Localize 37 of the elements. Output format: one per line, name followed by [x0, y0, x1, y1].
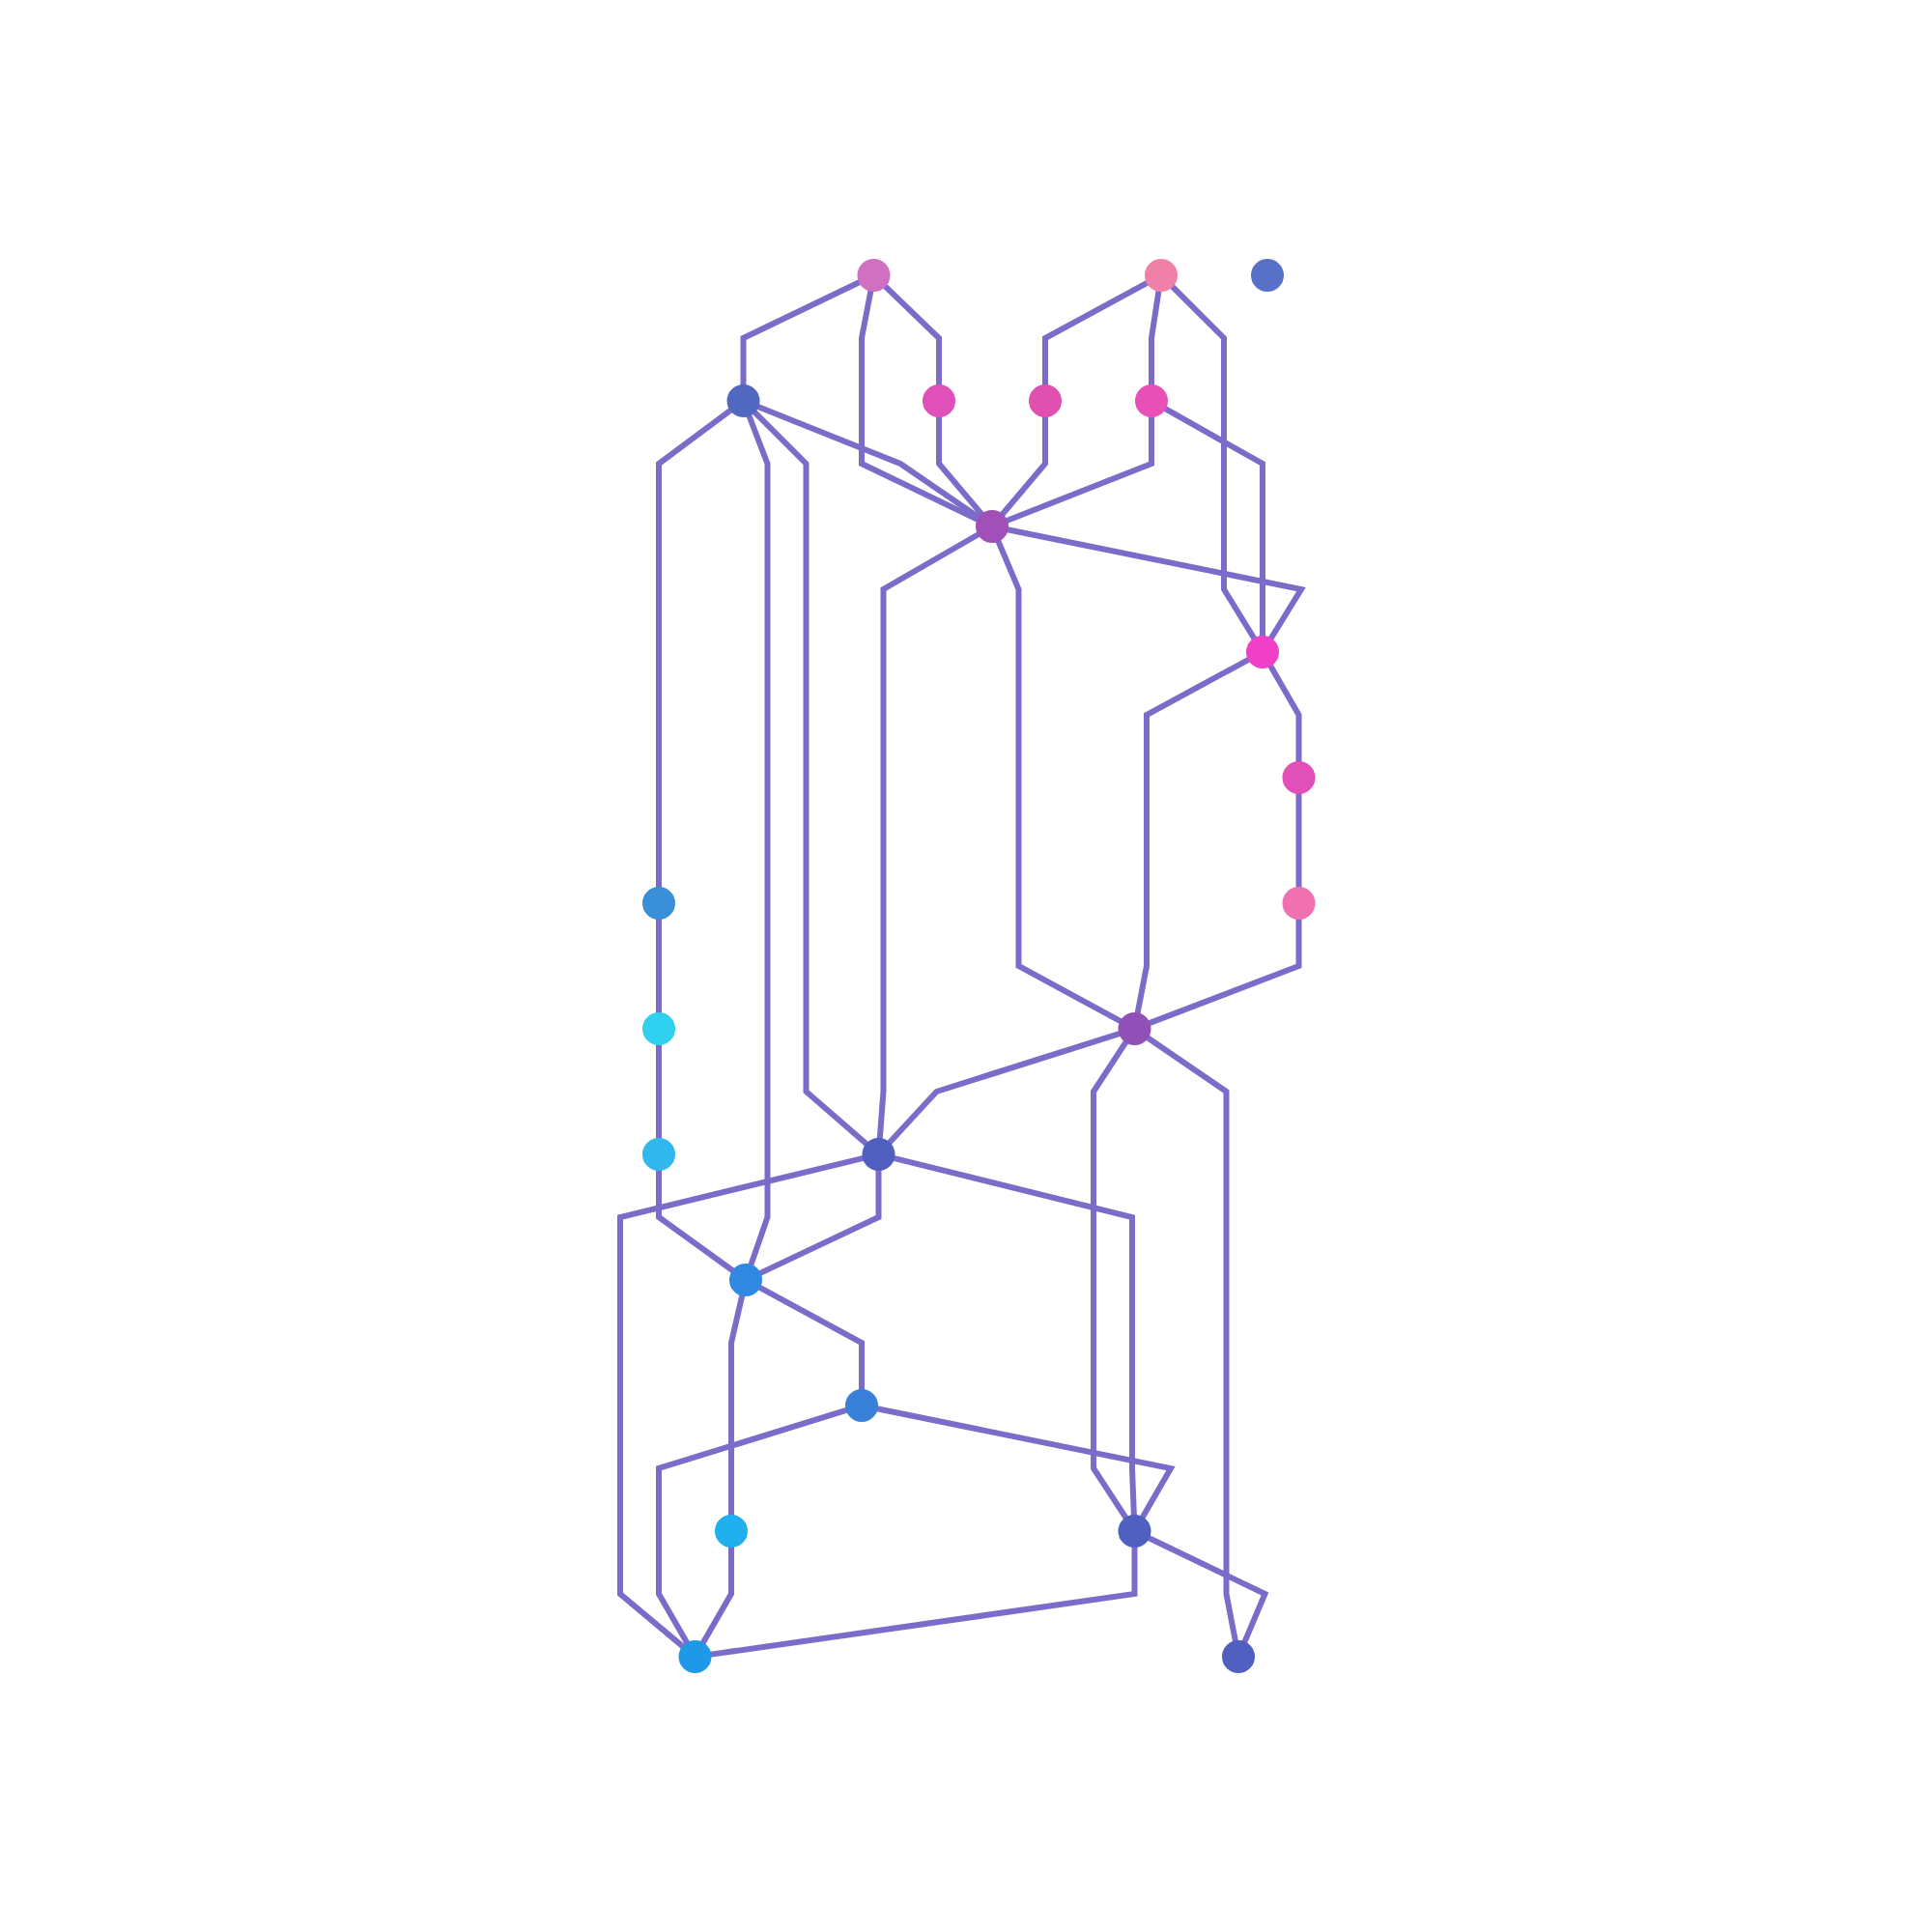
- connector: [616, 1154, 865, 1650]
- connector: [1144, 1035, 1238, 1643]
- connector: [655, 407, 733, 889]
- connector: [881, 283, 942, 386]
- connector: [655, 1043, 662, 1140]
- connector: [745, 412, 770, 1267]
- connector: [1148, 289, 1161, 386]
- connector: [874, 1406, 1175, 1520]
- connector: [1145, 1534, 1268, 1645]
- connector: [998, 415, 1048, 518]
- connector: [1294, 792, 1301, 889]
- connector: [935, 415, 984, 518]
- connector: [1133, 656, 1251, 1015]
- connector: [875, 530, 980, 1141]
- connector: [885, 1030, 1122, 1146]
- connector: [756, 1284, 865, 1391]
- connector: [994, 538, 1122, 1025]
- connector: [655, 918, 662, 1014]
- connector: [891, 1154, 1137, 1518]
- connector: [1161, 405, 1265, 638]
- connector: [1090, 1038, 1129, 1521]
- connector: [739, 278, 862, 386]
- connector: [708, 1546, 1137, 1658]
- connector: [1041, 279, 1150, 386]
- connector: [754, 403, 981, 521]
- connector: [1005, 526, 1306, 641]
- connector: [858, 289, 980, 524]
- connector: [1146, 918, 1301, 1027]
- connector: [1004, 415, 1154, 525]
- connector: [727, 1293, 745, 1517]
- connector: [655, 1169, 735, 1274]
- connector: [751, 409, 869, 1148]
- connector: [655, 1406, 848, 1646]
- connector: [1266, 663, 1301, 763]
- connector: [1168, 283, 1257, 641]
- connector: [698, 1546, 734, 1646]
- connector: [756, 1169, 881, 1277]
